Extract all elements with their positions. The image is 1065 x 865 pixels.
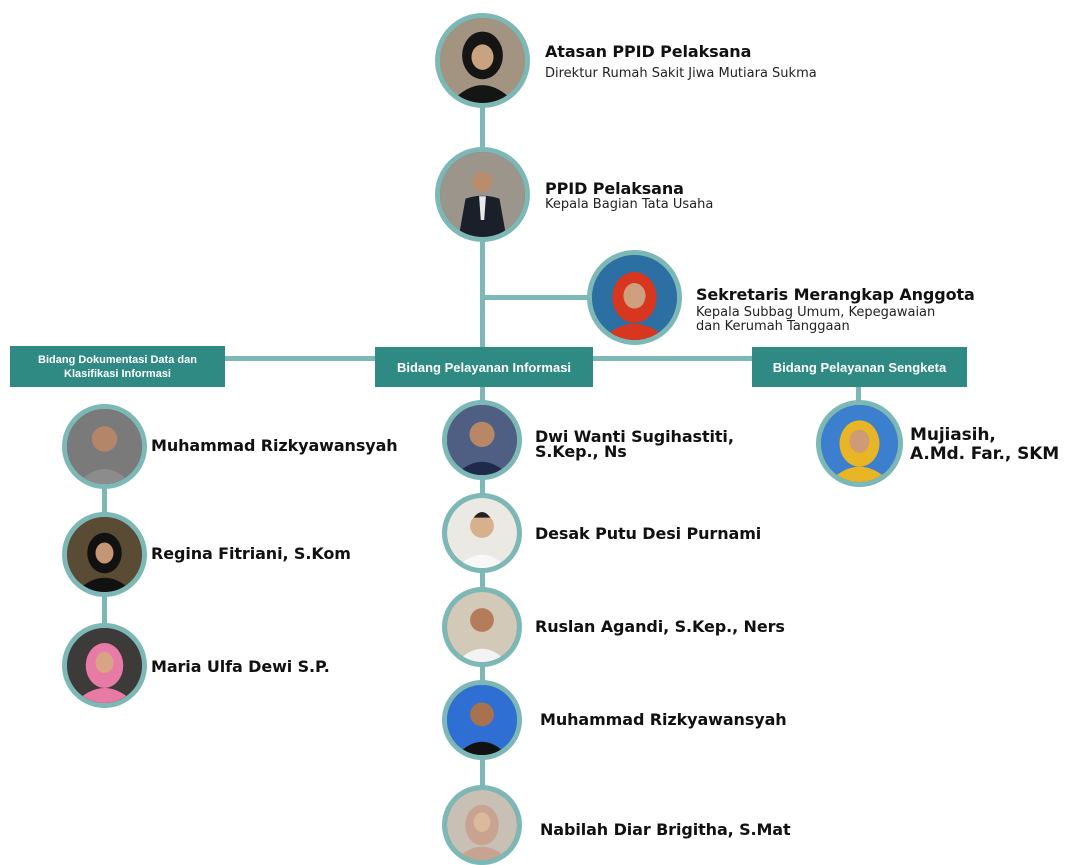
ppid-avatar xyxy=(435,147,530,242)
member-avatar xyxy=(442,785,522,865)
person-hijab-yellow-photo-icon xyxy=(821,405,898,482)
person-hijab-pink-photo-icon xyxy=(67,628,142,703)
informasi-member-5: Nabilah Diar Brigitha, S.Mat xyxy=(540,820,791,839)
person-hijab-photo-icon xyxy=(67,517,142,592)
ppid-role: Kepala Bagian Tata Usaha xyxy=(545,197,714,212)
atasan-avatar xyxy=(435,13,530,108)
person-suit-photo-icon xyxy=(440,152,525,237)
sengketa-member-line1: Mujiasih, xyxy=(910,425,996,445)
member-avatar xyxy=(442,400,522,480)
member-avatar xyxy=(442,493,522,573)
person-hijab-red-photo-icon xyxy=(592,255,677,340)
person-hijab-photo-icon xyxy=(447,790,517,860)
dokumentasi-member-1: Muhammad Rizkyawansyah xyxy=(151,436,398,455)
atasan-role: Direktur Rumah Sakit Jiwa Mutiara Sukma xyxy=(545,66,817,81)
division-title-dokumentasi-line1: Bidang Dokumentasi Data dan xyxy=(38,353,197,366)
ppid-name: PPID Pelaksana xyxy=(545,179,684,198)
sekretaris-name: Sekretaris Merangkap Anggota xyxy=(696,285,975,304)
person-photo-icon xyxy=(447,498,517,568)
member-avatar xyxy=(62,623,147,708)
connector-sekretaris xyxy=(485,295,595,300)
division-box-dokumentasi: Bidang Dokumentasi Data dan Klasifikasi … xyxy=(10,346,225,387)
person-hijab-photo-icon xyxy=(440,18,525,103)
member-avatar xyxy=(62,404,147,489)
dokumentasi-member-2: Regina Fitriani, S.Kom xyxy=(151,544,351,563)
member-avatar xyxy=(816,400,903,487)
sekretaris-role-line1: Kepala Subbag Umum, Kepegawaian xyxy=(696,305,936,320)
member-avatar xyxy=(442,587,522,667)
division-title-dokumentasi-line2: Klasifikasi Informasi xyxy=(64,367,171,380)
dokumentasi-member-3: Maria Ulfa Dewi S.P. xyxy=(151,657,330,676)
informasi-member-4: Muhammad Rizkyawansyah xyxy=(540,710,787,729)
division-box-pelayanan-sengketa: Bidang Pelayanan Sengketa xyxy=(752,347,967,387)
informasi-member-1-line1: Dwi Wanti Sugihastiti, xyxy=(535,427,734,446)
atasan-name: Atasan PPID Pelaksana xyxy=(545,42,752,61)
sekretaris-avatar xyxy=(587,250,682,345)
informasi-member-3: Ruslan Agandi, S.Kep., Ners xyxy=(535,617,785,636)
person-photo-icon xyxy=(447,685,517,755)
division-box-pelayanan-informasi: Bidang Pelayanan Informasi xyxy=(375,347,593,387)
division-title-pelayanan-sengketa: Bidang Pelayanan Sengketa xyxy=(772,359,947,375)
member-avatar xyxy=(62,512,147,597)
member-avatar xyxy=(442,680,522,760)
division-title-pelayanan-informasi: Bidang Pelayanan Informasi xyxy=(396,359,572,375)
informasi-member-1-line2: S.Kep., Ns xyxy=(535,442,627,461)
sengketa-member-line2: A.Md. Far., SKM xyxy=(910,444,1060,464)
person-photo-icon xyxy=(447,592,517,662)
person-photo-icon xyxy=(67,409,142,484)
sekretaris-role-line2: dan Kerumah Tanggaan xyxy=(696,319,850,334)
informasi-member-2: Desak Putu Desi Purnami xyxy=(535,524,762,543)
person-photo-icon xyxy=(447,405,517,475)
